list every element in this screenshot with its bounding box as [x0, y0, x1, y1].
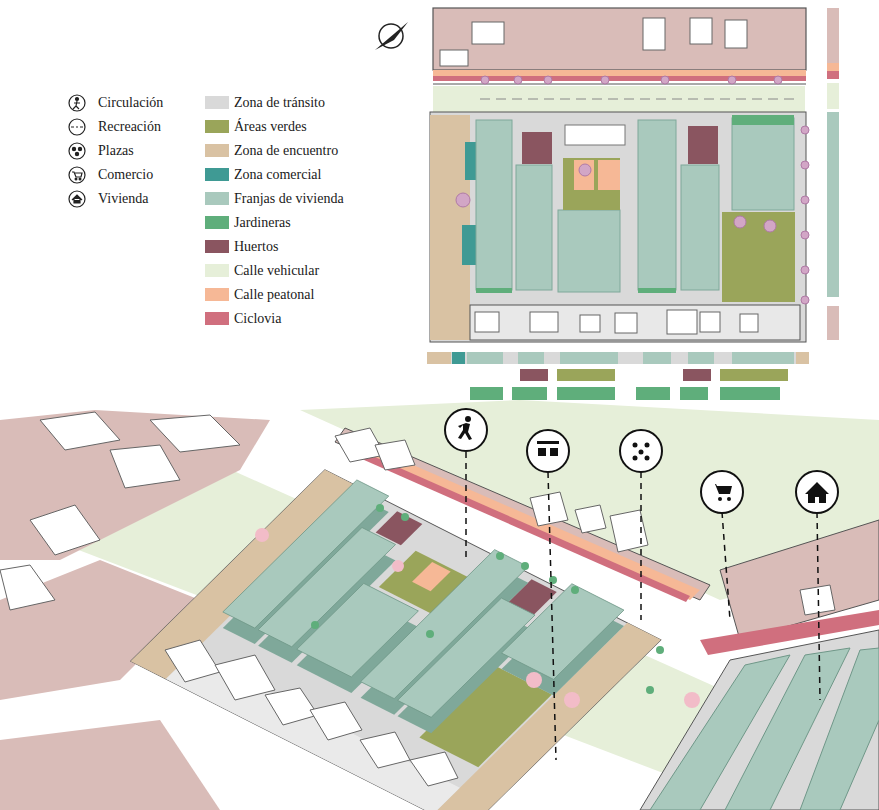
site-plan — [427, 8, 839, 400]
legend-icons — [69, 95, 85, 207]
legend-text: Huertos — [234, 239, 278, 255]
legend-text: Zona comercial — [234, 167, 321, 183]
legend-swatch — [205, 96, 229, 109]
legend-swatch — [205, 192, 229, 205]
legend-text: Franjas de vivienda — [234, 191, 344, 207]
legend-text: Zona de tránsito — [234, 95, 325, 111]
legend-swatch — [205, 216, 229, 229]
legend-swatch — [205, 264, 229, 277]
legend-text: Jardineras — [234, 215, 291, 231]
legend-text: Recreación — [98, 119, 161, 135]
legend-swatch — [205, 312, 229, 325]
legend-text: Calle peatonal — [234, 287, 314, 303]
legend-text: Circulación — [98, 95, 163, 111]
isometric-view — [0, 400, 879, 810]
legend-text: Plazas — [98, 143, 134, 159]
legend-text: Ciclovia — [234, 311, 281, 327]
legend-text: Áreas verdes — [234, 119, 307, 135]
legend-swatch — [205, 288, 229, 301]
legend-swatch — [205, 168, 229, 181]
legend-text: Vivienda — [98, 191, 148, 207]
north-arrow — [375, 22, 408, 50]
legend-swatch — [205, 120, 229, 133]
callout-icons — [445, 409, 838, 760]
legend-text: Zona de encuentro — [234, 143, 338, 159]
legend-text: Calle vehicular — [234, 263, 319, 279]
legend-swatch — [205, 144, 229, 157]
legend-swatch — [205, 240, 229, 253]
legend-text: Comercio — [98, 167, 153, 183]
